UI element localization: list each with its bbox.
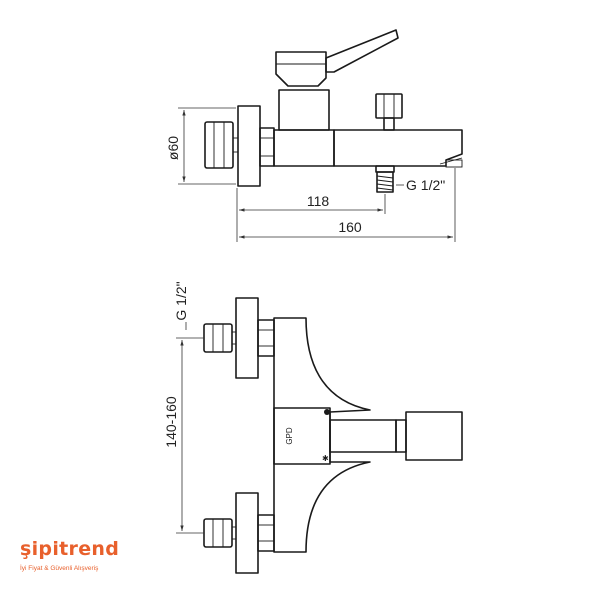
cartridge-housing [278, 89, 330, 131]
dim-diameter-label: ø60 [165, 136, 181, 160]
lower-connector [203, 518, 233, 548]
hex-nut [259, 127, 275, 167]
handle-front [329, 419, 397, 453]
upper-flange [235, 297, 259, 379]
lower-flange [235, 492, 259, 574]
watermark-tagline: İyi Fiyat & Güvenli Alışveriş [20, 565, 99, 572]
dim-center-range-label: 140-160 [163, 396, 179, 448]
spout [333, 129, 463, 167]
spout-front [405, 411, 463, 461]
dim-160-label: 160 [338, 219, 362, 235]
mixer-body [273, 129, 335, 167]
upper-nut [257, 319, 275, 357]
dim-thread-label: G 1/2" [406, 177, 445, 193]
body-logo: GPD [285, 427, 294, 445]
dim-118-label: 118 [307, 193, 330, 209]
connector-knob [204, 121, 234, 169]
lever-handle [325, 29, 399, 73]
wall-flange [237, 105, 261, 187]
front-thread-label: G 1/2" [173, 281, 189, 320]
front-view: ✱ GPD G 1/2" 140-160 [163, 281, 463, 574]
upper-connector [203, 323, 233, 353]
lower-nut [257, 514, 275, 552]
watermark-logo: şipitrend [20, 538, 120, 560]
diverter-knob [375, 93, 403, 119]
svg-text:✱: ✱ [322, 454, 329, 463]
side-view: ø60 G 1/2" 118 160 [165, 29, 463, 242]
lever-base [275, 51, 327, 87]
